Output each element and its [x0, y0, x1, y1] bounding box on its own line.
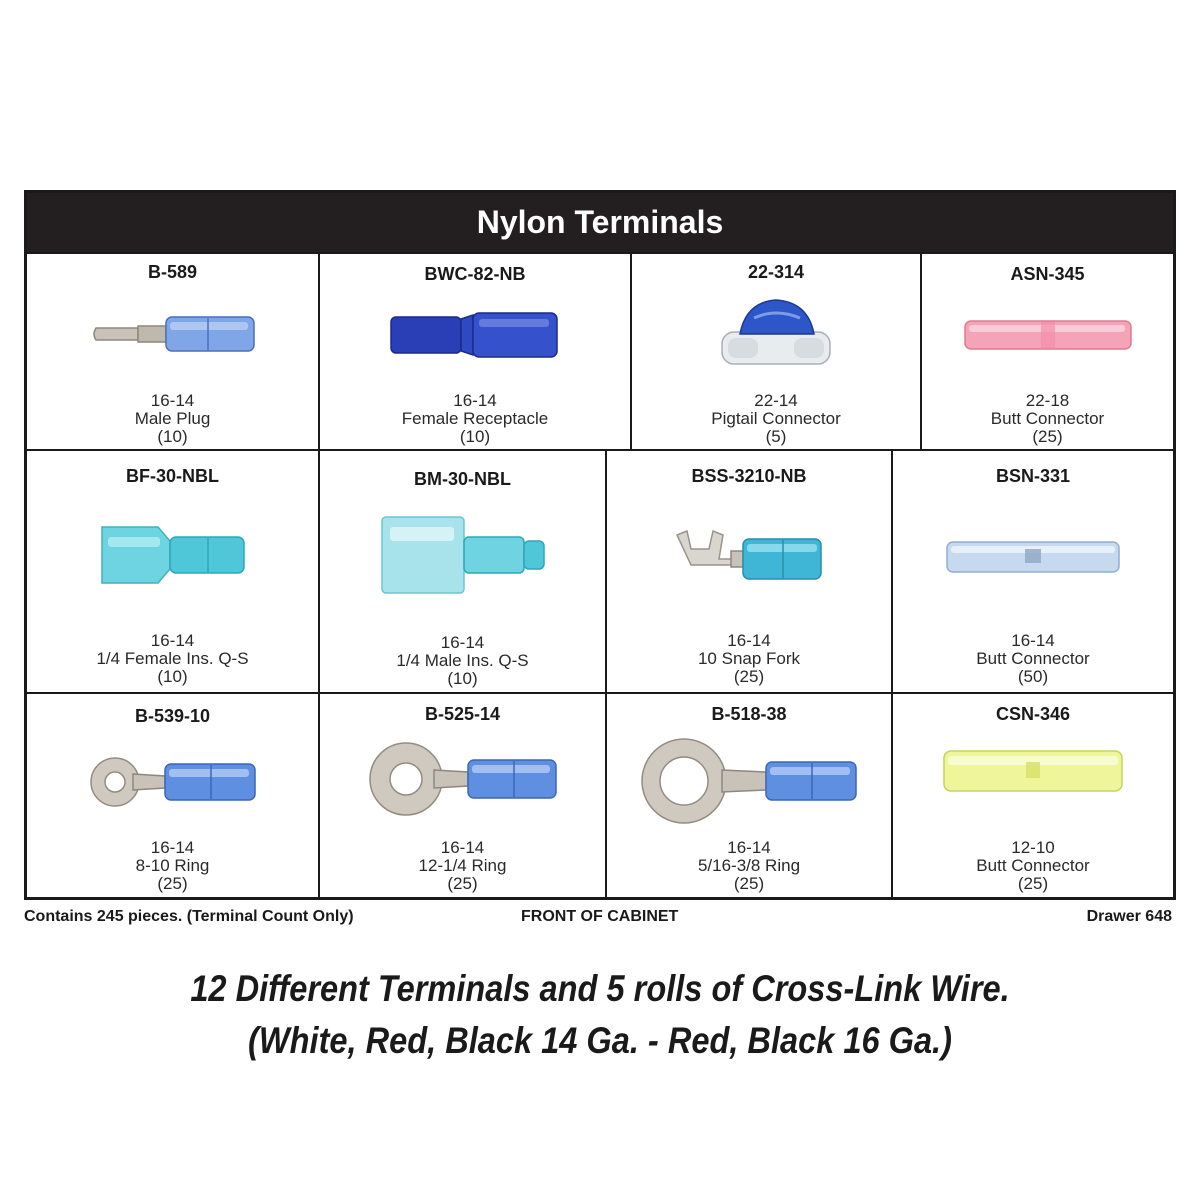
part-number: 22-314	[747, 262, 805, 282]
drawer-number: Drawer 648	[1086, 908, 1172, 925]
female-receptacle-icon	[389, 310, 561, 365]
part-number: BM-30-NBL	[414, 469, 511, 489]
ring-terminal-icon	[366, 736, 560, 827]
part-number: B-518-38	[711, 704, 787, 724]
cabinet-front-label: FRONT OF CABINET	[521, 908, 679, 925]
part-number: BSS-3210-NB	[691, 466, 807, 486]
part-number: CSN-346	[995, 704, 1071, 724]
snap-fork-icon	[673, 525, 825, 588]
butt-connector-icon	[963, 318, 1133, 357]
ring-terminal-icon	[638, 734, 860, 833]
promo-line-1: 12 Different Terminals and 5 rolls of Cr…	[190, 968, 1010, 1009]
chart-title: Nylon Terminals	[27, 193, 1173, 252]
promo-line-2: (White, Red, Black 14 Ga. - Red, Black 1…	[248, 1020, 952, 1061]
pigtail-connector-icon	[716, 292, 836, 377]
male-plug-icon	[88, 314, 258, 359]
part-number: B-589	[147, 262, 198, 282]
part-number: B-539-10	[134, 706, 211, 726]
ring-terminal-icon	[87, 750, 259, 819]
butt-connector-icon	[945, 539, 1121, 580]
part-number: BF-30-NBL	[126, 466, 219, 486]
male-quick-slide-icon	[378, 513, 548, 602]
part-number: B-525-14	[424, 704, 501, 724]
part-number: ASN-345	[1010, 264, 1085, 284]
butt-connector-icon	[942, 748, 1124, 799]
piece-count-note: Contains 245 pieces. (Terminal Count Onl…	[24, 908, 354, 925]
part-number: BWC-82-NB	[424, 264, 526, 284]
female-quick-slide-icon	[98, 519, 248, 596]
part-number: BSN-331	[995, 466, 1071, 486]
